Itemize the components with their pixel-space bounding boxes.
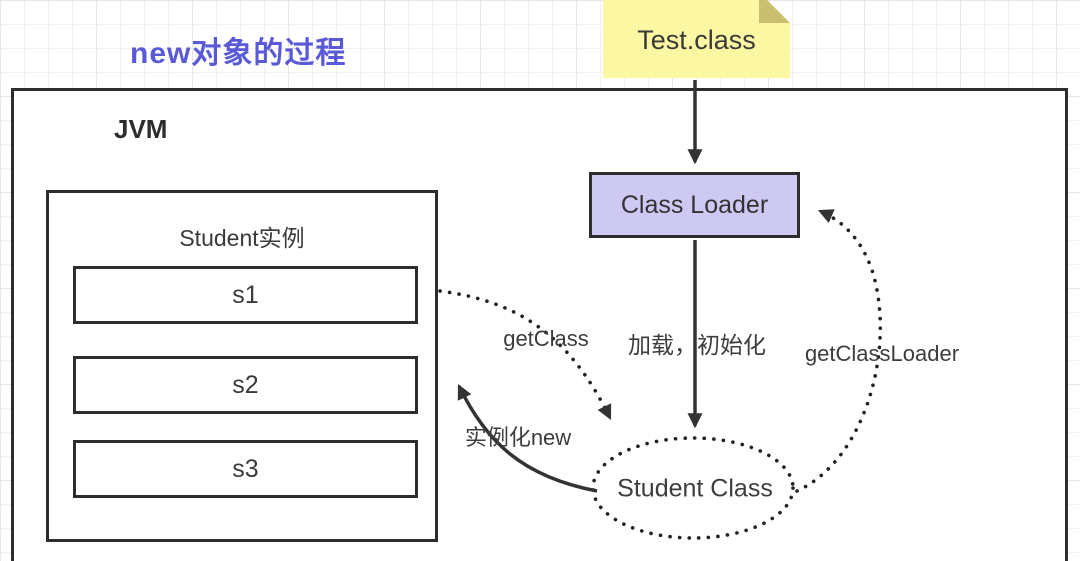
student-instances-title: Student实例	[179, 225, 305, 251]
student-instances-box: Student实例 s1 s2 s3	[46, 190, 438, 542]
sticky-note-fold-icon	[759, 0, 790, 23]
edge-label-load-init: 加载，初始化	[628, 332, 766, 358]
sticky-note-label: Test.class	[637, 24, 756, 55]
edge-label-getclassloader: getClassLoader	[804, 341, 960, 366]
student-class-label: Student Class	[617, 474, 773, 503]
instance-row-s3: s3	[73, 440, 418, 498]
edge-label-instantiate-new: 实例化new	[464, 425, 572, 450]
test-class-sticky-note: Test.class	[603, 0, 790, 78]
class-loader-node: Class Loader	[589, 172, 800, 238]
instance-row-s1: s1	[73, 266, 418, 324]
edge-label-getclass: getClass	[503, 326, 589, 351]
instance-row-s2: s2	[73, 356, 418, 414]
page-title: new对象的过程	[130, 37, 347, 70]
class-loader-label: Class Loader	[620, 190, 769, 219]
jvm-label: JVM	[114, 114, 168, 144]
